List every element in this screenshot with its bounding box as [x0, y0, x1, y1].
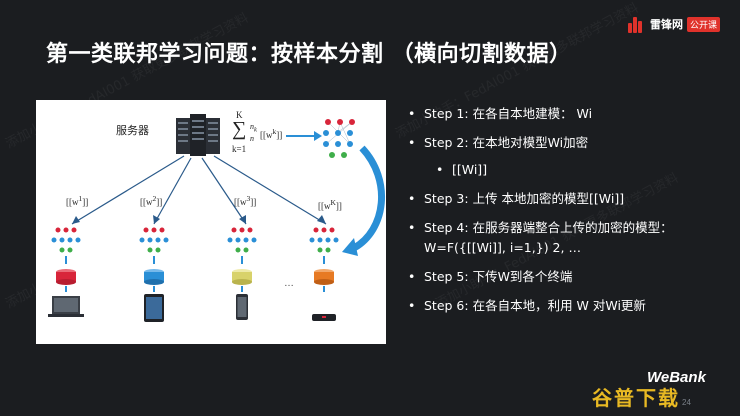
step-3: •Step 3: 上传 本地加密的模型[[Wi]] — [408, 191, 625, 206]
sum-lower-limit: k=1 — [232, 144, 247, 154]
leiphone-logo: 雷锋网 公开课 — [628, 14, 721, 34]
client-1 — [48, 227, 84, 317]
sum-upper-limit: K — [236, 110, 243, 120]
step-6: •Step 6: 在各自本地，利用 W 对Wi更新 — [408, 298, 646, 313]
client-k-weight: [[wK]] — [318, 198, 342, 211]
slide-title: 第一类联邦学习问题：按样本分割 （横向切割数据） — [46, 42, 572, 67]
webank-logo: WeBank — [647, 369, 706, 386]
client-1-weight: [[w1]] — [66, 194, 89, 207]
step-list: •Step 1: 在各自本地建模： Wi •Step 2: 在本地对模型Wi加密… — [408, 104, 728, 325]
client-2 — [139, 227, 169, 322]
leiphone-logo-icon — [628, 15, 646, 33]
client-3 — [227, 227, 257, 320]
diagram-graphics — [48, 114, 385, 322]
step-2-detail: •[[Wi]] — [436, 162, 488, 177]
client-k — [309, 227, 339, 321]
server-icon — [176, 114, 220, 156]
step-1: •Step 1: 在各自本地建模： Wi — [408, 106, 593, 121]
server-label: 服务器 — [116, 124, 149, 137]
client-3-weight: [[w3]] — [234, 194, 257, 207]
logo-name: 雷锋网 — [650, 18, 683, 31]
sum-frac-den: n — [250, 134, 254, 143]
page-number: 24 — [682, 398, 691, 407]
global-model-icon — [323, 119, 355, 158]
federated-learning-diagram: 服务器 K ∑ k=1 nk n [[wk]] [[w1]] [[w2]] [[… — [36, 100, 386, 344]
client-2-weight: [[w2]] — [140, 194, 163, 207]
clients-ellipsis: … — [284, 278, 294, 289]
step-4: •Step 4: 在服务器端整合上传的加密的模型： — [408, 220, 673, 235]
logo-badge: 公开课 — [687, 16, 721, 32]
sum-term: [[wk]] — [260, 127, 283, 140]
step-2: •Step 2: 在本地对模型Wi加密 — [408, 135, 589, 150]
download-badge[interactable]: 谷普下载 — [592, 386, 680, 410]
step-4-formula: W=F({[[Wi]], i=1,}) 2, … — [424, 240, 581, 255]
sum-symbol: ∑ — [232, 118, 247, 140]
step-5: •Step 5: 下传W到各个终端 — [408, 269, 573, 284]
sum-frac-num: nk — [250, 122, 257, 134]
